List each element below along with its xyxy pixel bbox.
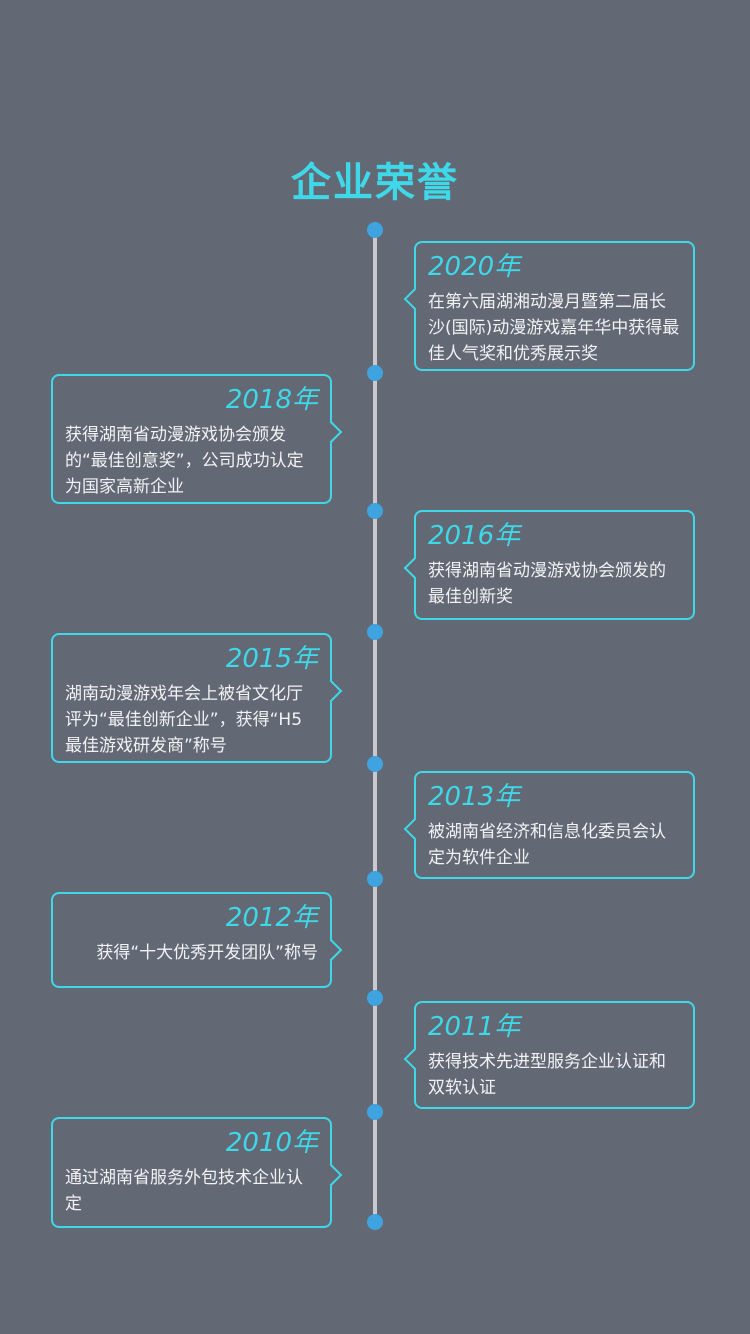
card-pointer: [319, 938, 343, 962]
milestone-text: 获得湖南省动漫游戏协会颁发的“最佳创意奖”，公司成功认定为国家高新企业: [65, 425, 304, 497]
timeline-dot: [367, 503, 383, 519]
timeline-dot: [367, 365, 383, 381]
timeline-dot: [367, 624, 383, 640]
milestone-card-2013: 2013年 被湖南省经济和信息化委员会认定为软件企业: [403, 771, 695, 879]
timeline-dot: [367, 1104, 383, 1120]
card-pointer: [403, 1047, 427, 1071]
milestone-text: 被湖南省经济和信息化委员会认定为软件企业: [428, 822, 666, 868]
milestone-card-2012: 2012年 获得“十大优秀开发团队”称号: [51, 892, 343, 988]
milestone-year: 2020年: [428, 252, 521, 282]
timeline-dot: [367, 990, 383, 1006]
milestone-year: 2016年: [428, 521, 521, 551]
milestone-card-2020: 2020年 在第六届湖湘动漫月暨第二届长沙(国际)动漫游戏嘉年华中获得最佳人气奖…: [403, 241, 695, 371]
milestone-card-2011: 2011年 获得技术先进型服务企业认证和双软认证: [403, 1001, 695, 1109]
milestone-text: 获得湖南省动漫游戏协会颁发的最佳创新奖: [428, 561, 666, 607]
timeline-dot: [367, 756, 383, 772]
milestone-year: 2010年: [225, 1128, 318, 1158]
milestone-card-2018: 2018年 获得湖南省动漫游戏协会颁发的“最佳创意奖”，公司成功认定为国家高新企…: [51, 374, 343, 504]
milestone-text: 获得“十大优秀开发团队”称号: [96, 943, 318, 963]
milestone-card-2015: 2015年 湖南动漫游戏年会上被省文化厅评为“最佳创新企业”，获得“H5最佳游戏…: [51, 633, 343, 763]
milestone-text: 在第六届湖湘动漫月暨第二届长沙(国际)动漫游戏嘉年华中获得最佳人气奖和优秀展示奖: [428, 292, 680, 364]
timeline-dot: [367, 1214, 383, 1230]
card-pointer: [319, 420, 343, 444]
milestone-year: 2015年: [225, 644, 318, 674]
card-pointer: [403, 556, 427, 580]
milestone-text: 湖南动漫游戏年会上被省文化厅评为“最佳创新企业”，获得“H5最佳游戏研发商”称号: [65, 684, 303, 756]
milestone-card-2016: 2016年 获得湖南省动漫游戏协会颁发的最佳创新奖: [403, 510, 695, 620]
milestone-year: 2013年: [428, 782, 521, 812]
card-pointer: [403, 817, 427, 841]
milestone-text: 通过湖南省服务外包技术企业认定: [65, 1168, 303, 1214]
timeline-line: [373, 230, 377, 1222]
milestone-card-2010: 2010年 通过湖南省服务外包技术企业认定: [51, 1117, 343, 1228]
timeline-dot: [367, 222, 383, 238]
milestone-text: 获得技术先进型服务企业认证和双软认证: [428, 1052, 666, 1098]
timeline-dot: [367, 871, 383, 887]
card-pointer: [319, 679, 343, 703]
milestone-year: 2012年: [225, 903, 318, 933]
card-pointer: [319, 1163, 343, 1187]
milestone-year: 2011年: [428, 1012, 521, 1042]
card-pointer: [403, 287, 427, 311]
page-title: 企业荣誉: [291, 160, 459, 206]
milestone-year: 2018年: [225, 385, 318, 415]
